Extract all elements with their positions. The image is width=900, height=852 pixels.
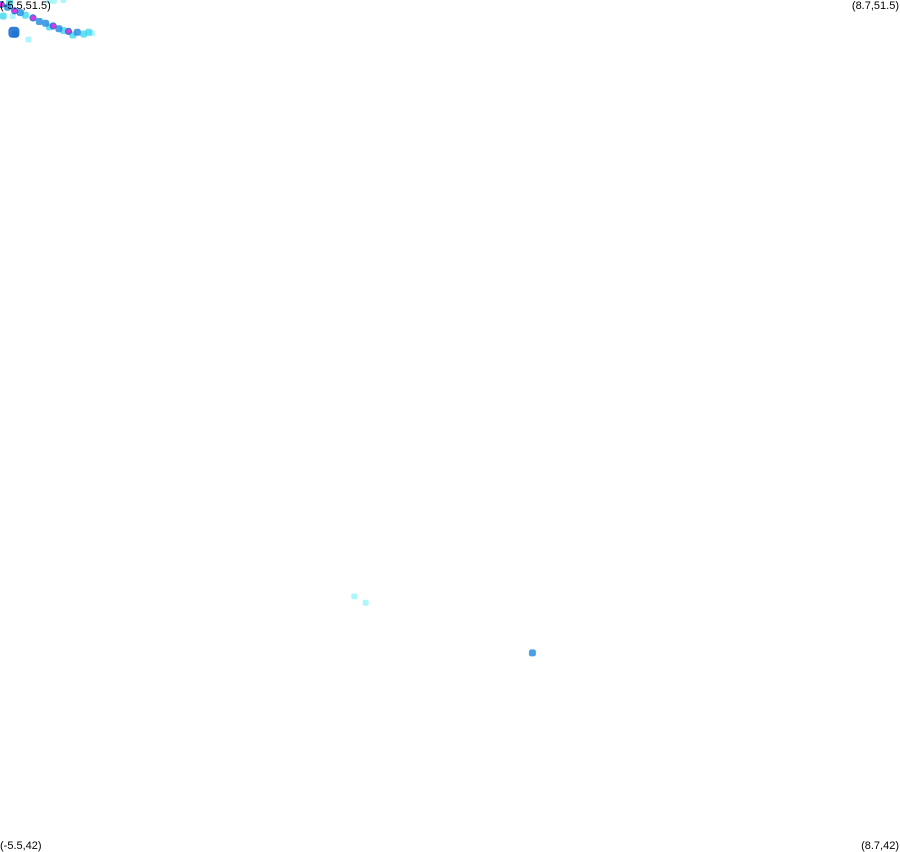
data-point-magenta bbox=[64, 27, 73, 35]
data-point-light-cyan bbox=[45, 0, 52, 4]
corner-label-top-right: (8.7,51.5) bbox=[851, 0, 899, 12]
data-point-blue bbox=[42, 19, 50, 27]
data-point-blue bbox=[16, 9, 24, 17]
corner-label-bottom-right: (8.7,42) bbox=[861, 840, 899, 852]
data-points-layer bbox=[0, 0, 536, 657]
data-point-magenta bbox=[29, 14, 37, 22]
data-point-blue bbox=[528, 649, 536, 657]
data-point-light-cyan bbox=[351, 593, 358, 600]
data-point-magenta bbox=[49, 22, 57, 30]
data-point-blue bbox=[4, 3, 12, 11]
corner-label-top-left: (-5.5,51.5) bbox=[0, 0, 51, 12]
corner-label-bottom-left: (-5.5,42) bbox=[0, 840, 42, 852]
data-point-light-cyan bbox=[25, 36, 32, 43]
data-point-blue bbox=[35, 18, 43, 25]
data-point-magenta bbox=[11, 7, 19, 15]
data-point-light-cyan bbox=[9, 13, 16, 20]
data-point-deep-blue bbox=[8, 26, 20, 38]
data-point-light-cyan bbox=[60, 0, 67, 3]
data-point-cyan bbox=[80, 30, 88, 38]
data-point-light-cyan bbox=[362, 599, 369, 606]
data-point-magenta bbox=[0, 0, 5, 9]
data-point-light-cyan bbox=[50, 0, 57, 4]
data-point-blue bbox=[55, 25, 63, 33]
data-point-cyan bbox=[0, 12, 7, 20]
data-point-blue bbox=[73, 28, 81, 36]
